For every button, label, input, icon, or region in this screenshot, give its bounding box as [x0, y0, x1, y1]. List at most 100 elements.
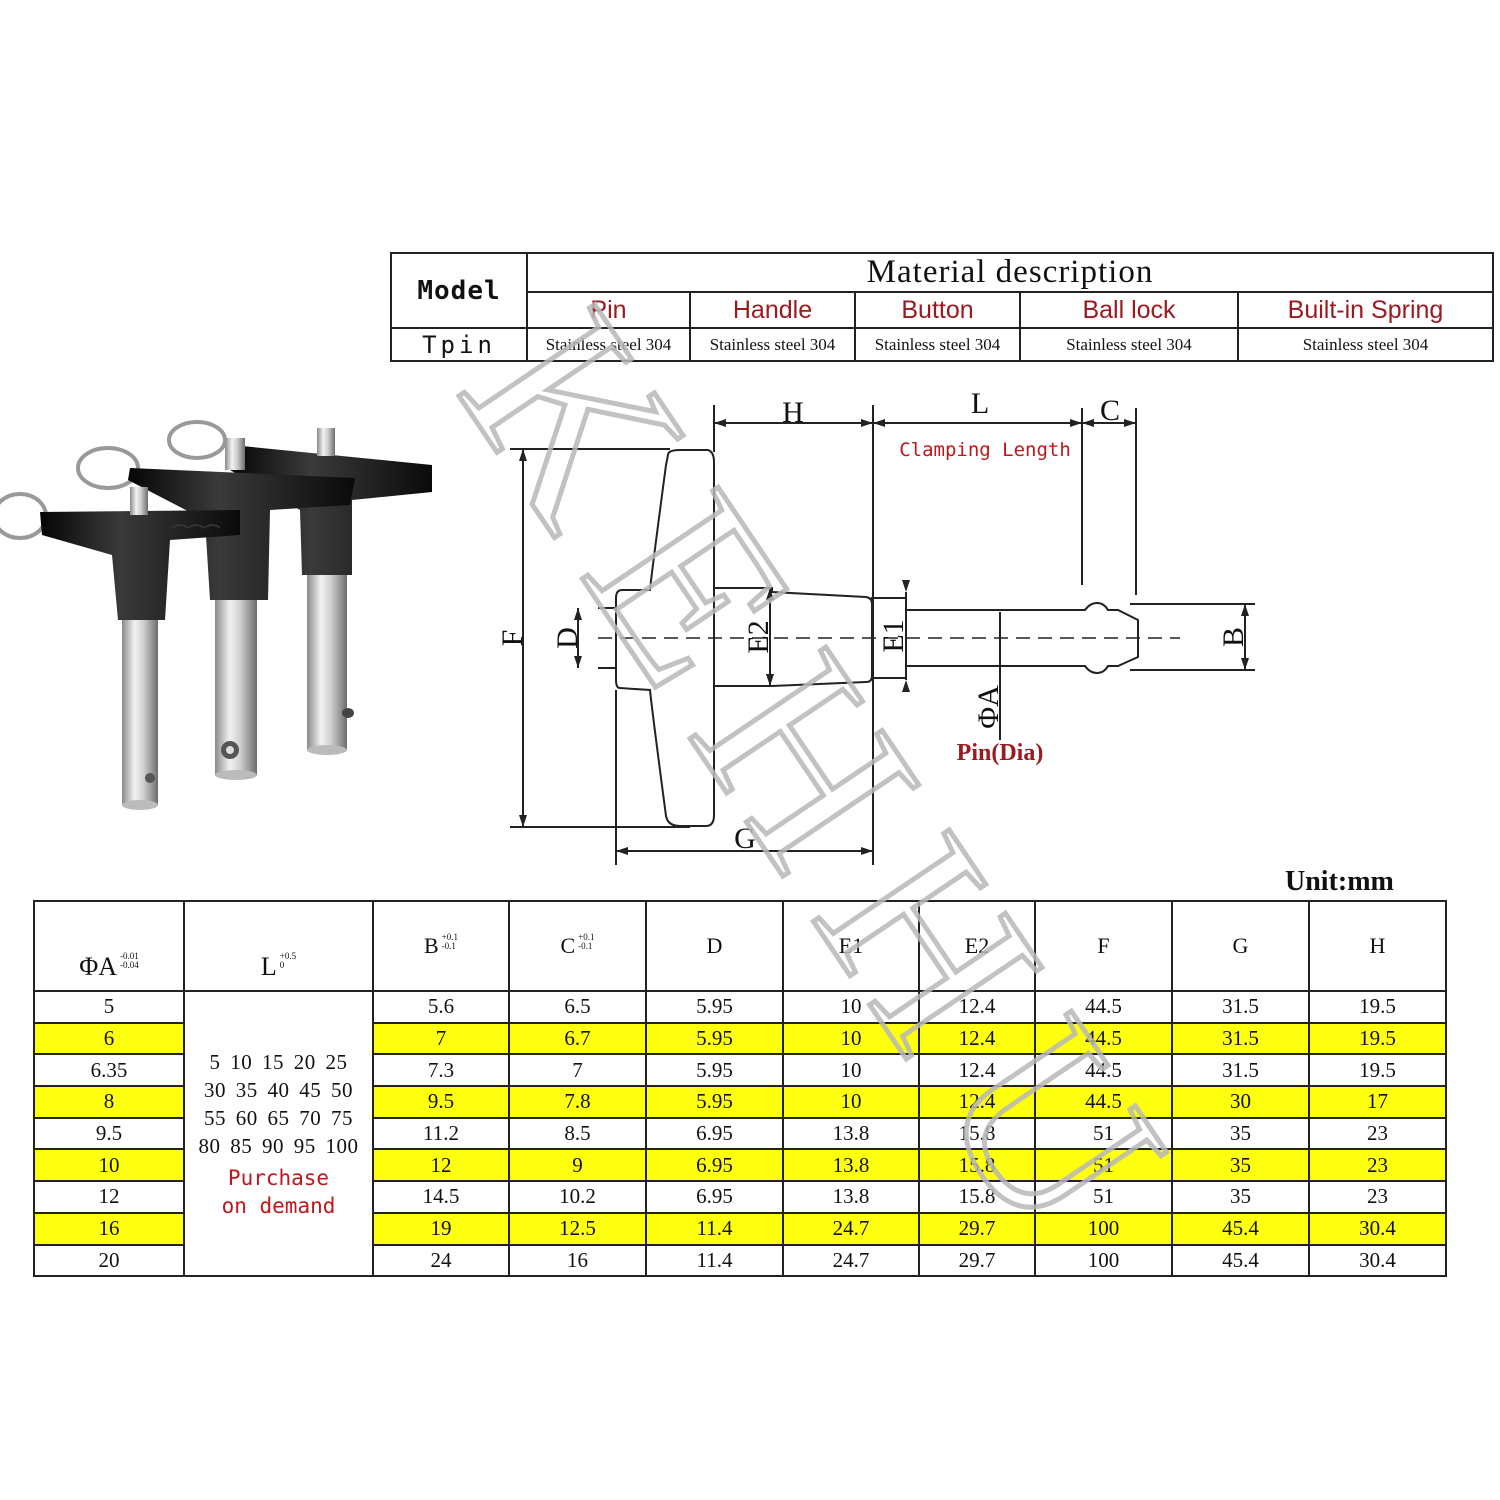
material-ball-lock: Stainless steel 304: [1019, 327, 1239, 362]
cell-A: 10: [33, 1148, 185, 1183]
cell-D: 6.95: [645, 1148, 784, 1183]
purchase-note-line1: Purchase: [227, 1165, 330, 1190]
label-L: L: [971, 387, 989, 420]
drawing-shaft: [905, 601, 1139, 675]
cell-E1: 10: [782, 1053, 920, 1088]
cell-B: 14.5: [372, 1180, 510, 1214]
cell-E1: 10: [782, 1021, 920, 1056]
cell-F: 44.5: [1034, 1085, 1173, 1119]
cell-D: 5.95: [645, 1021, 784, 1056]
part-pin: Pin: [526, 291, 691, 329]
cell-F: 51: [1034, 1116, 1173, 1151]
cell-D: 11.4: [645, 1211, 784, 1246]
header-G: G: [1171, 900, 1310, 992]
label-B: B: [1217, 627, 1250, 647]
pin-dia-label: Pin(Dia): [957, 740, 1044, 766]
material-pin: Stainless steel 304: [526, 327, 691, 362]
cell-E1: 24.7: [782, 1243, 920, 1278]
header-C: C+0.1-0.1: [508, 900, 647, 992]
cell-C: 7.8: [508, 1085, 647, 1119]
header-B: B+0.1-0.1: [372, 900, 510, 992]
cell-E2: 29.7: [918, 1211, 1036, 1246]
cell-A: 9.5: [33, 1116, 185, 1151]
cell-A: 6.35: [33, 1053, 185, 1088]
drawing-handle: [615, 449, 715, 827]
cell-F: 51: [1034, 1180, 1173, 1214]
cell-D: 5.95: [645, 1085, 784, 1119]
cell-A: 12: [33, 1180, 185, 1214]
cell-C: 10.2: [508, 1180, 647, 1214]
cell-A: 16: [33, 1211, 185, 1246]
part-built-in-spring: Built-in Spring: [1237, 291, 1494, 329]
cell-G: 31.5: [1171, 1053, 1310, 1088]
label-G: G: [734, 822, 756, 855]
cell-E2: 29.7: [918, 1243, 1036, 1278]
part-button: Button: [854, 291, 1021, 329]
part-handle: Handle: [689, 291, 856, 329]
dimension-labels: H L C G F D E2 E1 B ΦA: [496, 387, 1250, 855]
cell-H: 19.5: [1308, 990, 1447, 1024]
clamping-length-label: Clamping Length: [899, 439, 1071, 461]
cell-E2: 15.8: [918, 1148, 1036, 1183]
cell-E1: 10: [782, 990, 920, 1024]
label-A: ΦA: [972, 685, 1005, 729]
cell-H: 17: [1308, 1085, 1447, 1119]
cell-E2: 15.8: [918, 1116, 1036, 1151]
l-values-line: 55 60 65 70 75: [204, 1105, 353, 1130]
label-H: H: [782, 396, 804, 429]
pin-medium: [76, 438, 355, 780]
l-values-line: 80 85 90 95 100: [198, 1133, 359, 1158]
header-D: D: [645, 900, 784, 992]
header-H: H: [1308, 900, 1447, 992]
cell-A: 20: [33, 1243, 185, 1278]
cell-E2: 12.4: [918, 1053, 1036, 1088]
header-E1: E1: [782, 900, 920, 992]
cell-E1: 13.8: [782, 1180, 920, 1214]
cell-A: 5: [33, 990, 185, 1024]
product-photo: [0, 420, 432, 810]
cell-G: 35: [1171, 1148, 1310, 1183]
pin-small: [0, 487, 240, 810]
label-E2: E2: [742, 620, 775, 653]
cell-F: 44.5: [1034, 1021, 1173, 1056]
material-button: Stainless steel 304: [854, 327, 1021, 362]
cell-G: 31.5: [1171, 990, 1310, 1024]
cell-D: 5.95: [645, 1053, 784, 1088]
cell-G: 45.4: [1171, 1243, 1310, 1278]
cell-F: 44.5: [1034, 1053, 1173, 1088]
cell-E2: 12.4: [918, 1085, 1036, 1119]
cell-H: 30.4: [1308, 1211, 1447, 1246]
label-F: F: [496, 630, 529, 647]
model-value: Tpin: [390, 327, 528, 362]
cell-B: 9.5: [372, 1085, 510, 1119]
cell-E1: 10: [782, 1085, 920, 1119]
cell-C: 6.5: [508, 990, 647, 1024]
material-table: Model Material description Pin Handle Bu…: [390, 252, 1494, 362]
cell-C: 16: [508, 1243, 647, 1278]
label-D: D: [551, 627, 584, 649]
cell-E2: 12.4: [918, 990, 1036, 1024]
cell-B: 12: [372, 1148, 510, 1183]
cell-F: 100: [1034, 1211, 1173, 1246]
cell-B: 7.3: [372, 1053, 510, 1088]
cell-G: 31.5: [1171, 1021, 1310, 1056]
material-handle: Stainless steel 304: [689, 327, 856, 362]
cell-C: 12.5: [508, 1211, 647, 1246]
cell-F: 51: [1034, 1148, 1173, 1183]
technical-drawing: [510, 405, 1255, 865]
cell-E1: 24.7: [782, 1211, 920, 1246]
cell-C: 6.7: [508, 1021, 647, 1056]
l-values-line: 5 10 15 20 25: [209, 1049, 348, 1074]
drawing-hub: [713, 587, 873, 687]
cell-E1: 13.8: [782, 1148, 920, 1183]
cell-G: 45.4: [1171, 1211, 1310, 1246]
cell-A: 8: [33, 1085, 185, 1119]
